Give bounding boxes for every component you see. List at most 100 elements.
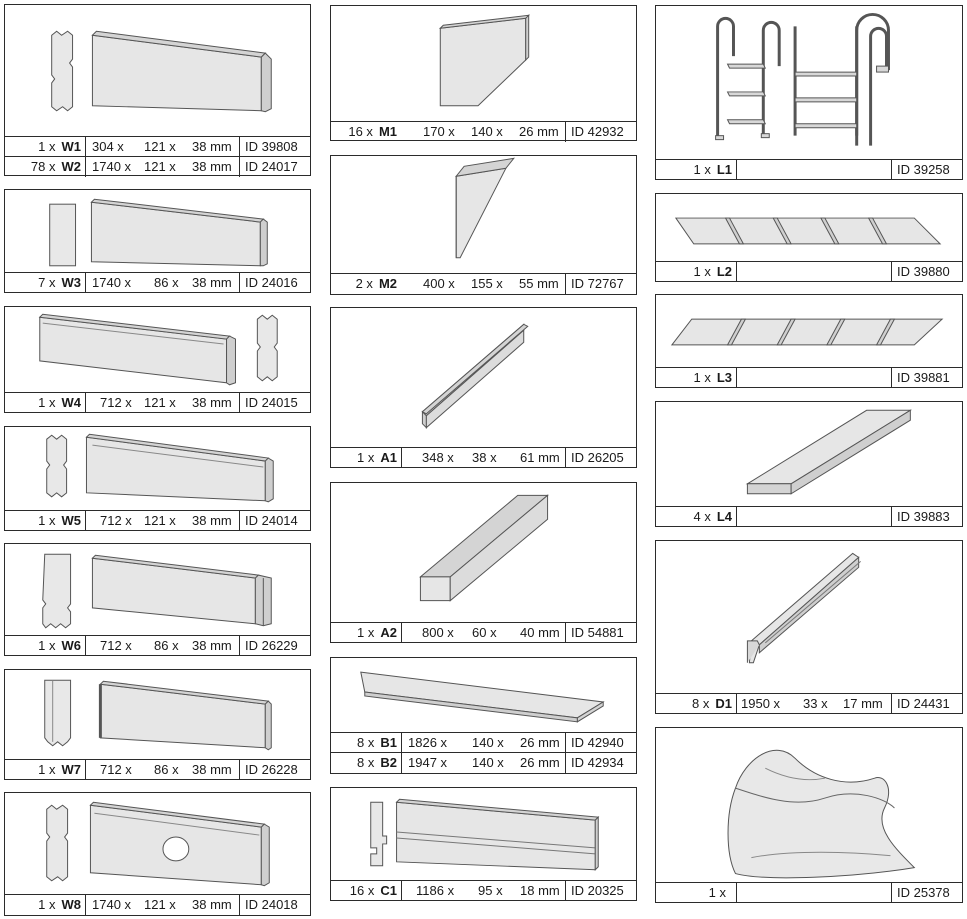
qty: 1 x (708, 885, 726, 900)
illustration-b1 (331, 658, 636, 732)
dim-width: 121 x (144, 395, 176, 410)
illustration-pool-liner (656, 728, 962, 882)
part-id: ID 39258 (897, 162, 950, 177)
part-id: ID 42940 (571, 735, 624, 750)
dim-length: 712 x (100, 638, 132, 653)
dim-thickness: 38 mm (192, 139, 232, 154)
card-d1: 8 x D1 1950 x 33 x 17 mm ID 24431 (655, 540, 963, 714)
part-code: W6 (61, 638, 82, 653)
part-row-liner: 1 x ID 25378 (656, 882, 962, 903)
dim-width: 38 x (472, 450, 497, 465)
dim-thickness: 38 mm (192, 275, 232, 290)
dim-length: 712 x (100, 395, 132, 410)
illustration-m1 (331, 6, 636, 120)
qty: 78 x (30, 159, 56, 174)
dim-length: 712 x (100, 513, 132, 528)
part-id: ID 24016 (245, 275, 298, 290)
dim-length: 1950 x (741, 696, 781, 711)
dim-length: 1740 x (92, 897, 132, 912)
part-id: ID 24431 (897, 696, 950, 711)
part-id: ID 42932 (571, 124, 624, 139)
dim-length: 1740 x (92, 275, 132, 290)
dim-width: 86 x (154, 275, 179, 290)
part-code: A2 (380, 625, 397, 640)
dim-thickness: 61 mm (520, 450, 560, 465)
qty: 8 x (357, 735, 375, 750)
dim-length: 1947 x (408, 755, 448, 770)
card-liner: 1 x ID 25378 (655, 727, 963, 903)
dim-thickness: 17 mm (843, 696, 883, 711)
dim-length: 1740 x (92, 159, 132, 174)
qty: 2 x (355, 276, 373, 291)
qty: 1 x (693, 162, 711, 177)
dim-thickness: 38 mm (192, 395, 232, 410)
part-id: ID 26228 (245, 762, 298, 777)
dim-width: 95 x (478, 883, 503, 898)
qty: 1 x (38, 513, 56, 528)
dim-width: 121 x (144, 897, 176, 912)
illustration-w8 (5, 793, 310, 894)
illustration-w4 (5, 307, 310, 391)
illustration-w5 (5, 427, 310, 509)
part-id: ID 24018 (245, 897, 298, 912)
dim-width: 33 x (803, 696, 828, 711)
part-code: L3 (716, 370, 732, 385)
illustration-w1 (5, 5, 310, 136)
dim-length: 170 x (423, 124, 455, 139)
part-code: W7 (61, 762, 82, 777)
dim-thickness: 38 mm (192, 762, 232, 777)
part-code: W3 (61, 275, 82, 290)
dim-width: 121 x (144, 513, 176, 528)
illustration-l2 (656, 194, 962, 261)
qty: 1 x (357, 450, 375, 465)
part-row-w4: 1 x W4 712 x 121 x 38 mm ID 24015 (5, 392, 310, 413)
dim-length: 712 x (100, 762, 132, 777)
dim-thickness: 26 mm (520, 735, 560, 750)
dim-thickness: 18 mm (520, 883, 560, 898)
qty: 16 x (348, 124, 373, 139)
part-code: W4 (61, 395, 82, 410)
illustration-d1 (656, 541, 962, 693)
dim-thickness: 38 mm (192, 897, 232, 912)
qty: 8 x (692, 696, 710, 711)
qty: 1 x (693, 264, 711, 279)
dim-width: 86 x (154, 638, 179, 653)
dim-thickness: 38 mm (192, 513, 232, 528)
illustration-l1-ladder (656, 6, 962, 159)
illustration-w3 (5, 190, 310, 273)
part-code: A1 (380, 450, 397, 465)
dim-thickness: 38 mm (192, 638, 232, 653)
part-code: D1 (715, 696, 732, 711)
dim-length: 400 x (423, 276, 455, 291)
illustration-a1 (331, 308, 636, 447)
illustration-l4 (656, 402, 962, 506)
qty: 1 x (38, 395, 56, 410)
part-id: ID 25378 (897, 885, 950, 900)
part-code: W5 (61, 513, 82, 528)
dim-length: 1826 x (408, 735, 448, 750)
dim-width: 155 x (471, 276, 503, 291)
part-code: M2 (378, 276, 397, 291)
part-code: L2 (716, 264, 732, 279)
part-id: ID 24015 (245, 395, 298, 410)
part-code: L4 (716, 509, 732, 524)
part-code: W8 (61, 897, 82, 912)
dim-thickness: 40 mm (520, 625, 560, 640)
illustration-m2 (331, 156, 636, 273)
illustration-w7 (5, 670, 310, 759)
